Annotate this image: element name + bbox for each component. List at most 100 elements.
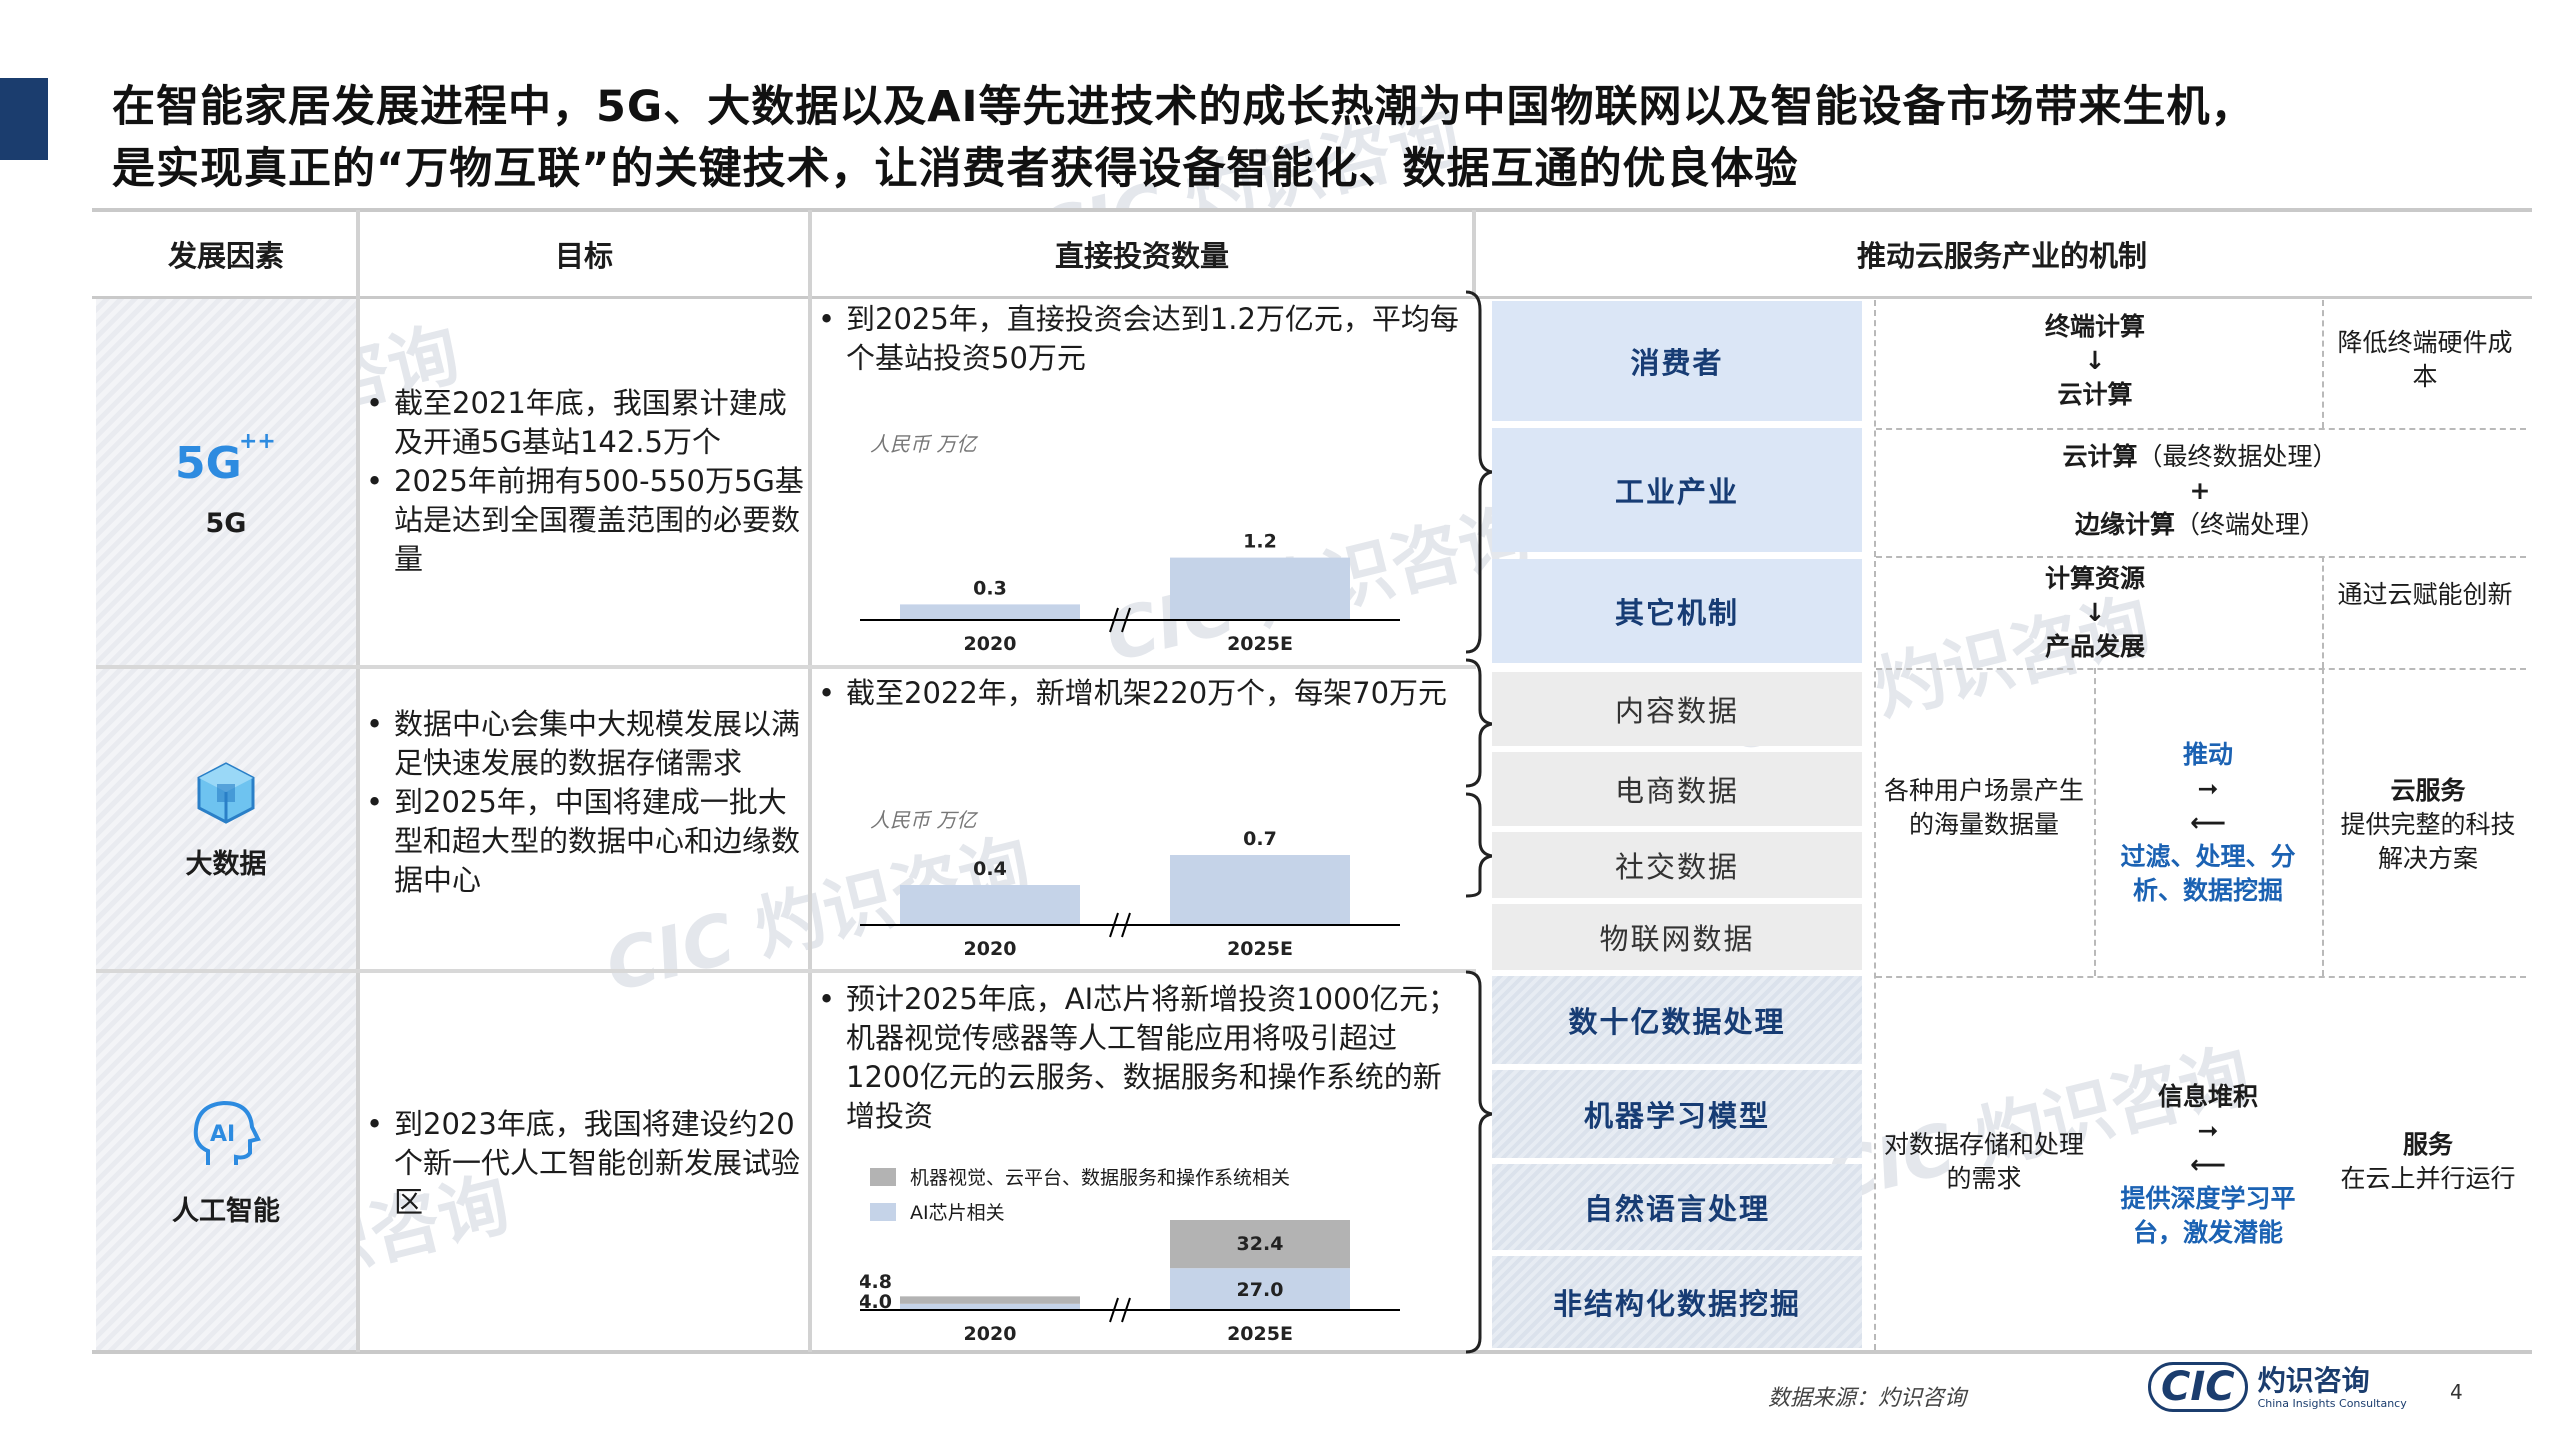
legend-label: 机器视觉、云平台、数据服务和操作系统相关 (910, 1167, 1291, 1189)
bar (1170, 855, 1350, 925)
table-top-border (92, 208, 2532, 212)
title-accent-bar (0, 78, 48, 160)
dashed-divider (1876, 976, 2526, 978)
investment-bigdata-text: 截至2022年，新增机架220万个，每架70万元 (816, 674, 1466, 713)
dashed-divider (2322, 556, 2324, 668)
page-number: 4 (2450, 1380, 2463, 1404)
x-tick-label: 2025E (1227, 938, 1293, 960)
list-item: 预计2025年底，AI芯片将新增投资1000亿元；机器视觉传感器等人工智能应用将… (816, 980, 1466, 1136)
list-item: 数据中心会集中大规模发展以满足快速发展的数据存储需求 (364, 705, 804, 783)
axis-break (1109, 912, 1131, 938)
bar-segment (900, 1303, 1080, 1310)
x-tick-label: 2025E (1227, 1323, 1293, 1345)
legend-item: 机器视觉、云平台、数据服务和操作系统相关 (870, 1163, 1290, 1190)
header-factor: 发展因素 (96, 212, 356, 295)
page-title: 在智能家居发展进程中，5G、大数据以及AI等先进技术的成长热潮为中国物联网以及智… (112, 82, 2255, 194)
svg-text:5G: 5G (175, 438, 242, 489)
dashed-divider (1876, 556, 2526, 558)
r3-middle: 信息堆积 ➞ ⟵ 提供深度学习平台，激发潜能 (2120, 1082, 2296, 1247)
cic-logo-name: 灼识咨询 (2257, 1363, 2370, 1397)
bar (900, 604, 1080, 620)
list-item: 到2025年，中国将建成一批大型和超大型的数据中心和边缘数据中心 (364, 783, 804, 900)
cic-logo-sub: China Insights Consultancy (2257, 1396, 2407, 1410)
r2-right: 云服务 提供完整的科技解决方案 (2340, 776, 2516, 873)
brace (1465, 658, 1493, 788)
x-tick-label: 2025E (1227, 633, 1293, 655)
r2-middle: 推动 ➞ ⟵ 过滤、处理、分析、数据挖掘 (2120, 740, 2296, 905)
dashed-divider (1876, 668, 2526, 670)
goal-ai: 到2023年底，我国将建设约20个新一代人工智能创新发展试验区 (364, 1105, 804, 1222)
col-divider (808, 210, 812, 1352)
brace (1465, 290, 1493, 654)
list-item: 2025年前拥有500-550万5G基站是达到全国覆盖范围的必要数量 (364, 462, 804, 579)
chart-unit: 人民币 万亿 (870, 432, 977, 456)
header-goal: 目标 (360, 212, 808, 295)
header-investment: 直接投资数量 (812, 212, 1472, 295)
bar (1170, 557, 1350, 620)
r1-compute-flow: 终端计算↓云计算 (2044, 312, 2145, 409)
chart-bigdata: 0.4 2020 0.7 2025E (860, 830, 1400, 960)
header-mechanism: 推动云服务产业的机制 (1476, 212, 2528, 295)
mech-social-data: 社交数据 (1492, 832, 1862, 898)
axis-break (1109, 607, 1131, 633)
row-divider (96, 665, 1476, 669)
data-label: 0.3 (973, 577, 1007, 599)
legend-swatch (870, 1167, 896, 1186)
brace (1465, 792, 1493, 898)
5g-icon: 5G ++ (175, 429, 276, 489)
dashed-divider (2322, 300, 2324, 428)
mech-content-data: 内容数据 (1492, 672, 1862, 746)
bar-segment (900, 1296, 1080, 1304)
mech-billions-data: 数十亿数据处理 (1492, 976, 1862, 1064)
dashed-divider (2322, 668, 2324, 976)
bar-segment (1170, 1220, 1350, 1269)
legend-item: AI芯片相关 (870, 1198, 1005, 1225)
cic-logo: CIC 灼识咨询 China Insights Consultancy (2148, 1362, 2407, 1412)
data-label: 4.8 (860, 1271, 892, 1293)
factor-ai: AI 人工智能 (96, 973, 356, 1350)
row-divider (96, 969, 1476, 973)
mech-ml-model: 机器学习模型 (1492, 1070, 1862, 1158)
list-item: 截至2022年，新增机架220万个，每架70万元 (816, 674, 1466, 713)
dashed-divider (1876, 428, 2526, 430)
r3-right: 服务 在云上并行运行 (2340, 1130, 2516, 1193)
legend-swatch (870, 1202, 896, 1221)
investment-5g-text: 到2025年，直接投资会达到1.2万亿元，平均每个基站投资50万元 (816, 300, 1466, 378)
header-divider (92, 296, 2532, 299)
r2-left-text: 各种用户场景产生的海量数据量 (1884, 776, 2085, 839)
col-divider (356, 210, 360, 1352)
r3-left-text: 对数据存储和处理的需求 (1884, 1130, 2085, 1193)
dashed-divider (1874, 300, 1876, 1350)
r1-cloud-edge: 云计算（最终数据处理） + 边缘计算（终端处理） (2062, 442, 2338, 539)
mech-industry: 工业产业 (1492, 428, 1862, 552)
data-label: 0.4 (973, 858, 1007, 880)
data-label: 1.2 (1243, 531, 1277, 553)
x-tick-label: 2020 (964, 938, 1017, 960)
factor-label: 5G (205, 507, 247, 539)
list-item: 截至2021年底，我国累计建成及开通5G基站142.5万个 (364, 384, 804, 462)
x-tick-label: 2020 (964, 1323, 1017, 1345)
factor-5g: 5G ++ 5G (96, 299, 356, 665)
factor-bigdata: 大数据 (96, 669, 356, 969)
goal-bigdata: 数据中心会集中大规模发展以满足快速发展的数据存储需求到2025年，中国将建成一批… (364, 705, 804, 900)
mech-other: 其它机制 (1492, 559, 1862, 663)
mech-nlp: 自然语言处理 (1492, 1164, 1862, 1250)
data-label: 0.7 (1243, 830, 1277, 850)
list-item: 到2025年，直接投资会达到1.2万亿元，平均每个基站投资50万元 (816, 300, 1466, 378)
mech-consumer: 消费者 (1492, 301, 1862, 421)
dashed-divider (2094, 668, 2096, 976)
mech-iot-data: 物联网数据 (1492, 904, 1862, 970)
data-label: 4.0 (860, 1291, 892, 1313)
table-bottom-border (92, 1350, 2532, 1354)
factor-label: 大数据 (185, 848, 267, 880)
r1-resource-flow: 计算资源↓产品发展 (2044, 564, 2145, 661)
data-label: 32.4 (1237, 1233, 1284, 1255)
svg-text:++: ++ (239, 429, 276, 454)
svg-text:AI: AI (210, 1122, 235, 1147)
mech-ecommerce-data: 电商数据 (1492, 752, 1862, 826)
goal-5g: 截至2021年底，我国累计建成及开通5G基站142.5万个2025年前拥有500… (364, 384, 804, 579)
investment-ai-text: 预计2025年底，AI芯片将新增投资1000亿元；机器视觉传感器等人工智能应用将… (816, 980, 1466, 1136)
source-note: 数据来源：灼识咨询 (1768, 1386, 1967, 1411)
